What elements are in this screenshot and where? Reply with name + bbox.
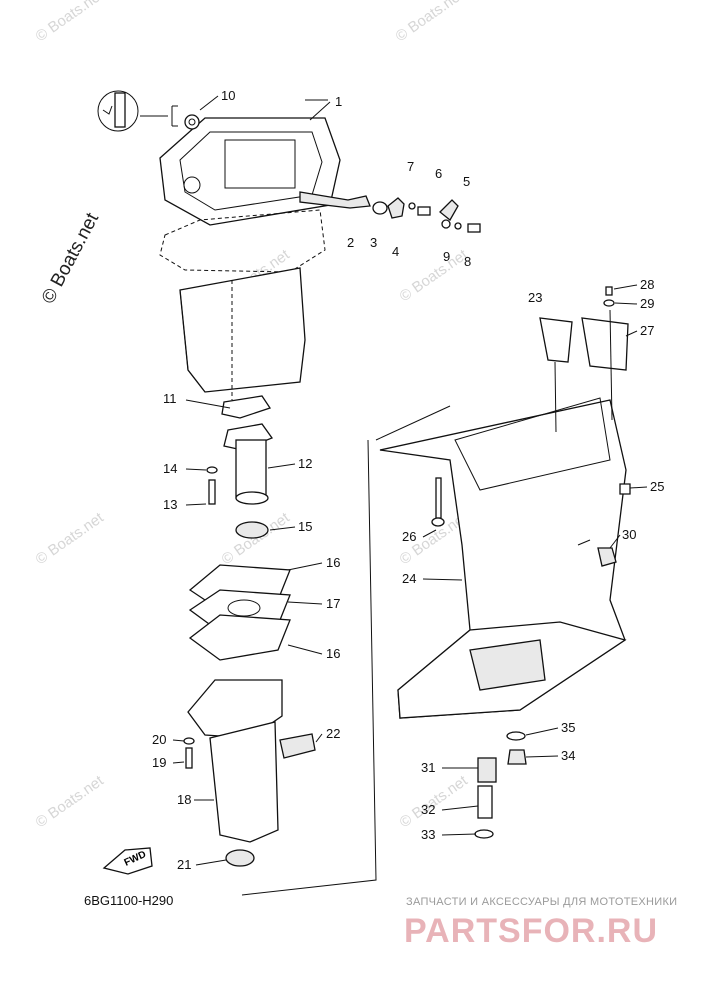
callout-2: 2 xyxy=(347,235,354,250)
callout-11: 11 xyxy=(163,391,177,406)
callout-labels: 1 2 3 4 5 6 7 8 9 10 11 12 13 14 15 16 1… xyxy=(152,88,664,872)
callout-21: 21 xyxy=(177,857,191,872)
callout-14: 14 xyxy=(163,461,177,476)
callout-18: 18 xyxy=(177,792,191,807)
fwd-arrow: FWD xyxy=(102,847,153,875)
callout-1: 1 xyxy=(335,94,342,109)
callout-29: 29 xyxy=(640,296,654,311)
watermark: © Boats.net xyxy=(33,0,108,45)
callout-17: 17 xyxy=(326,596,340,611)
callout-8: 8 xyxy=(464,254,471,269)
linkage-parts xyxy=(299,191,481,233)
callout-22: 22 xyxy=(326,726,340,741)
callout-32: 32 xyxy=(421,802,435,817)
upper-casing-assembly xyxy=(159,114,341,400)
callout-25: 25 xyxy=(650,479,664,494)
callout-9: 9 xyxy=(443,249,450,264)
callout-20: 20 xyxy=(152,732,166,747)
callout-6: 6 xyxy=(435,166,442,181)
watermark: © Boats.net xyxy=(397,246,472,305)
callout-leaders xyxy=(172,95,648,866)
watermark: © Boats.net xyxy=(393,0,468,45)
callout-3: 3 xyxy=(370,235,377,250)
callout-24: 24 xyxy=(402,571,416,586)
callout-5: 5 xyxy=(463,174,470,189)
callout-19: 19 xyxy=(152,755,166,770)
grease-symbol xyxy=(97,90,178,132)
driveshaft-housing xyxy=(379,286,631,719)
footer-subtitle: ЗАПЧАСТИ И АКСЕССУАРЫ ДЛЯ МОТОТЕХНИКИ xyxy=(406,896,677,908)
watermark: © Boats.net xyxy=(219,509,294,568)
watermark: © Boats.net xyxy=(33,509,108,568)
callout-26: 26 xyxy=(402,529,416,544)
callout-7: 7 xyxy=(407,159,414,174)
callout-23: 23 xyxy=(528,290,542,305)
callout-33: 33 xyxy=(421,827,435,842)
callout-13: 13 xyxy=(163,497,177,512)
gasket-stack xyxy=(188,564,291,661)
callout-34: 34 xyxy=(561,748,575,763)
watermark: © Boats.net xyxy=(33,772,108,831)
callout-30: 30 xyxy=(622,527,636,542)
lower-exhaust-housing xyxy=(183,679,316,867)
leader-lines xyxy=(241,99,591,896)
callout-16-lower: 16 xyxy=(326,646,340,661)
callout-31: 31 xyxy=(421,760,435,775)
callout-4: 4 xyxy=(392,244,399,259)
callout-12: 12 xyxy=(298,456,312,471)
callout-10: 10 xyxy=(221,88,235,103)
side-watermark: © Boats.net xyxy=(38,209,104,307)
exhaust-guide-group xyxy=(206,395,274,539)
callout-27: 27 xyxy=(640,323,654,338)
diagram-code: 6BG1100-H290 xyxy=(84,893,173,908)
callout-28: 28 xyxy=(640,277,654,292)
callout-16: 16 xyxy=(326,555,340,570)
footer-brand-logo: PARTSFOR.RU xyxy=(404,912,658,950)
callout-35: 35 xyxy=(561,720,575,735)
water-tube-parts xyxy=(474,731,527,839)
callout-15: 15 xyxy=(298,519,312,534)
